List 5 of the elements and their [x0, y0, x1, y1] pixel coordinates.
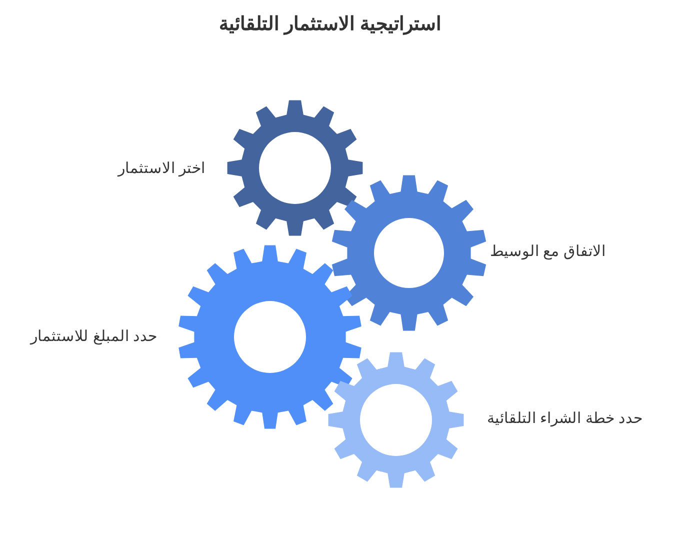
- step-label: حدد المبلغ للاستثمار: [30, 327, 157, 345]
- title: استراتيجية الاستثمار التلقائية: [218, 13, 442, 37]
- step-label: الاتفاق مع الوسيط: [490, 242, 606, 260]
- step-label: حدد خطة الشراء التلقائية: [487, 409, 643, 427]
- step-label: اختر الاستثمار: [118, 159, 205, 177]
